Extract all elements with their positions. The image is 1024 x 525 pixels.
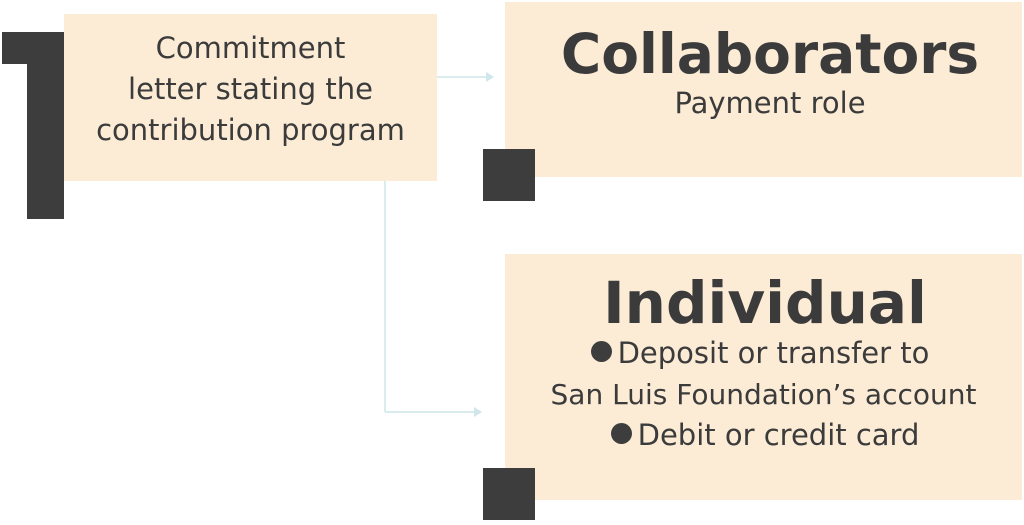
collaborators-title: Collaborators [560, 22, 980, 86]
individual-title: Individual [603, 269, 927, 337]
arrowhead-collaborators-icon [486, 72, 494, 82]
individual-card [505, 254, 1022, 500]
collaborators-card [505, 2, 1022, 177]
commitment-letter-box [64, 14, 437, 181]
collaborators-card-marker [483, 149, 535, 201]
bullet-icon [610, 423, 632, 444]
bullet-icon [590, 341, 612, 362]
collaborators-subtitle: Payment role [674, 86, 866, 120]
arrowhead-individual-icon [474, 407, 482, 417]
individual-card-marker [483, 468, 535, 520]
commitment-letter-text: Commitment letter stating the contributi… [96, 31, 405, 147]
bullet-card-text: Debit or credit card [637, 418, 920, 452]
bullet-deposit-text: Deposit or transfer to [617, 336, 930, 370]
bullet-card: Debit or credit card [505, 415, 1024, 456]
bullet-deposit: Deposit or transfer to [505, 333, 1015, 374]
bullet-deposit-continuation: San Luis Foundation’s account [550, 378, 977, 411]
